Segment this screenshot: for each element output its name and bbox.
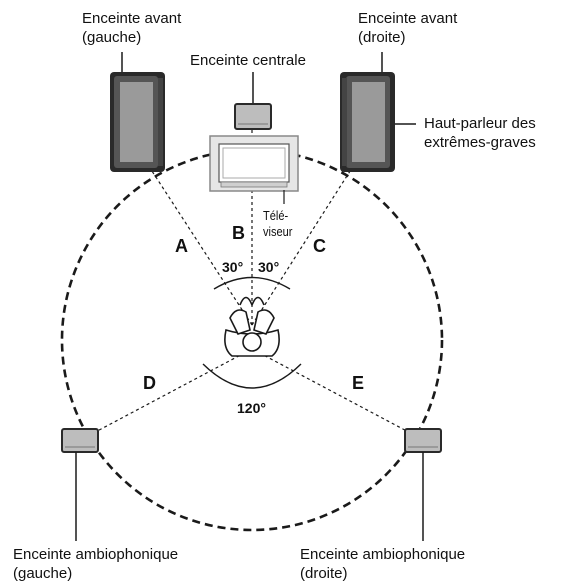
center-speaker <box>234 72 272 130</box>
line-a <box>149 167 253 326</box>
line-d <box>85 349 251 438</box>
surround-right-label: Enceinte ambiophonique (droite) <box>300 546 466 582</box>
front-left-speaker <box>110 52 165 172</box>
angle-rear: 120° <box>237 400 266 416</box>
distance-letter-c: C <box>313 236 326 256</box>
television <box>209 135 299 204</box>
angle-left: 30° <box>222 259 244 275</box>
distance-letter-d: D <box>143 373 156 393</box>
distance-letter-a: A <box>175 236 188 256</box>
surround-right-speaker <box>404 428 442 541</box>
front-right-label: Enceinte avant (droite) <box>358 10 458 46</box>
line-e <box>253 349 419 438</box>
angle-arc-front <box>213 276 291 290</box>
subwoofer-label: Haut-parleur des extrêmes-graves <box>424 115 536 151</box>
surround-left-label: Enceinte ambiophonique (gauche) <box>13 546 179 582</box>
distance-letter-b: B <box>232 223 245 243</box>
listening-circle <box>60 148 444 532</box>
angle-arc-rear <box>202 363 302 389</box>
surround-left-speaker <box>61 428 99 541</box>
front-right-speaker <box>340 52 416 172</box>
front-left-label: Enceinte avant (gauche) <box>82 10 182 46</box>
distance-letter-e: E <box>352 373 365 393</box>
listener-icon <box>224 296 280 357</box>
tv-label: Télé- viseur <box>263 208 293 239</box>
center-label: Enceinte centrale <box>190 52 306 69</box>
line-c <box>251 167 353 326</box>
angle-right: 30° <box>258 259 280 275</box>
